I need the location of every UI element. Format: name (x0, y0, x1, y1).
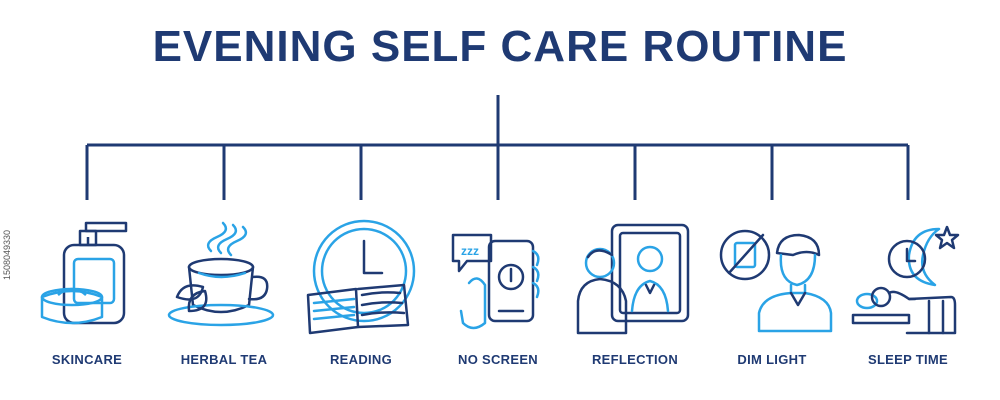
item-label: SLEEP TIME (867, 352, 949, 367)
skincare-icon (40, 221, 128, 325)
item-label: READING (329, 352, 393, 367)
item-sleep-time: SLEEP TIME (843, 215, 973, 375)
item-herbal-tea: HERBAL TEA (159, 215, 289, 375)
connector-tree (85, 95, 910, 200)
page-title: EVENING SELF CARE ROUTINE (152, 22, 848, 71)
no-screen-icon: zzz (451, 233, 540, 330)
item-label: HERBAL TEA (180, 352, 268, 367)
item-reading: READING (296, 215, 426, 375)
item-label: DIM LIGHT (737, 352, 807, 367)
reflection-icon (576, 223, 690, 335)
item-reflection: REFLECTION (570, 215, 700, 375)
reading-icon (306, 219, 416, 335)
item-label: NO SCREEN (458, 352, 538, 367)
item-label: SKINCARE (51, 352, 123, 367)
item-label: REFLECTION (591, 352, 679, 367)
svg-text:zzz: zzz (461, 244, 479, 258)
dim-light-icon (719, 229, 833, 333)
sleep-time-icon (851, 225, 960, 335)
item-no-screen: zzz NO SCREEN (433, 215, 563, 375)
herbal-tea-icon (167, 221, 275, 327)
item-dim-light: DIM LIGHT (707, 215, 837, 375)
item-skincare: SKINCARE (22, 215, 152, 375)
side-id: 1508049330 (2, 229, 12, 280)
